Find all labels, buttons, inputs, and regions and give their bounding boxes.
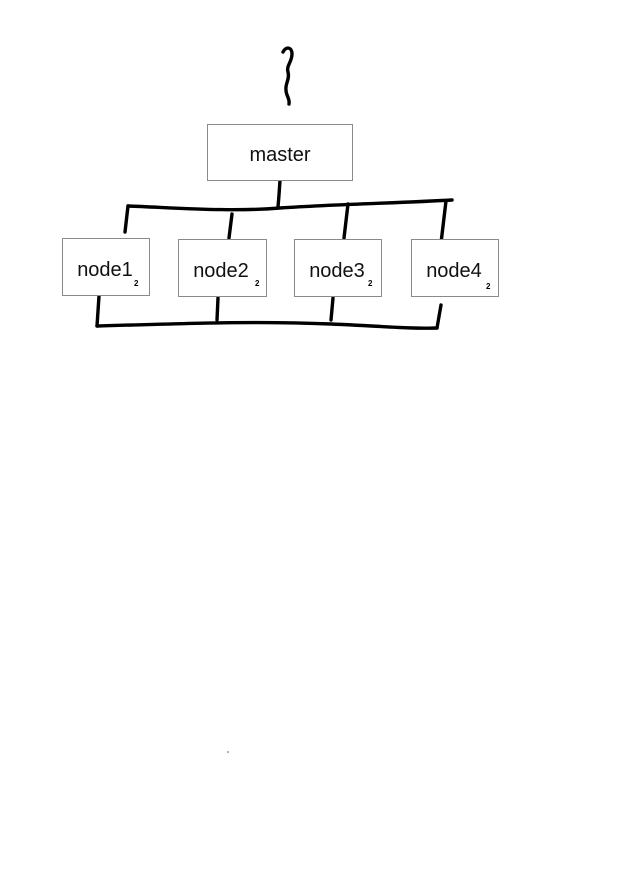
bottom-bus (95, 320, 439, 330)
top-bus (126, 198, 454, 212)
node4-box[interactable]: node4 2 (411, 239, 499, 297)
riser-node1 (95, 294, 101, 328)
node1-mark: 2 (134, 279, 139, 288)
drop-node4 (439, 199, 448, 245)
node1-label: node1 (77, 259, 133, 281)
node3-box[interactable]: node3 2 (294, 239, 382, 297)
stray-dot (227, 751, 229, 753)
master-box[interactable]: master (207, 124, 353, 181)
master-label: master (249, 144, 311, 166)
riser-node4 (435, 303, 443, 330)
node3-label: node3 (309, 260, 365, 282)
node2-box[interactable]: node2 2 (178, 239, 267, 297)
node4-mark: 2 (486, 282, 491, 291)
drop-node2 (227, 212, 234, 240)
master-connector (276, 178, 282, 209)
drop-node3 (342, 202, 350, 240)
riser-node3 (329, 296, 335, 322)
drop-node1 (123, 204, 130, 234)
riser-node2 (215, 296, 220, 322)
node4-label: node4 (426, 260, 482, 282)
node3-mark: 2 (368, 279, 373, 288)
node2-mark: 2 (255, 279, 260, 288)
uplink-stroke (281, 46, 294, 106)
node2-label: node2 (193, 260, 249, 282)
node1-box[interactable]: node1 2 (62, 238, 150, 296)
